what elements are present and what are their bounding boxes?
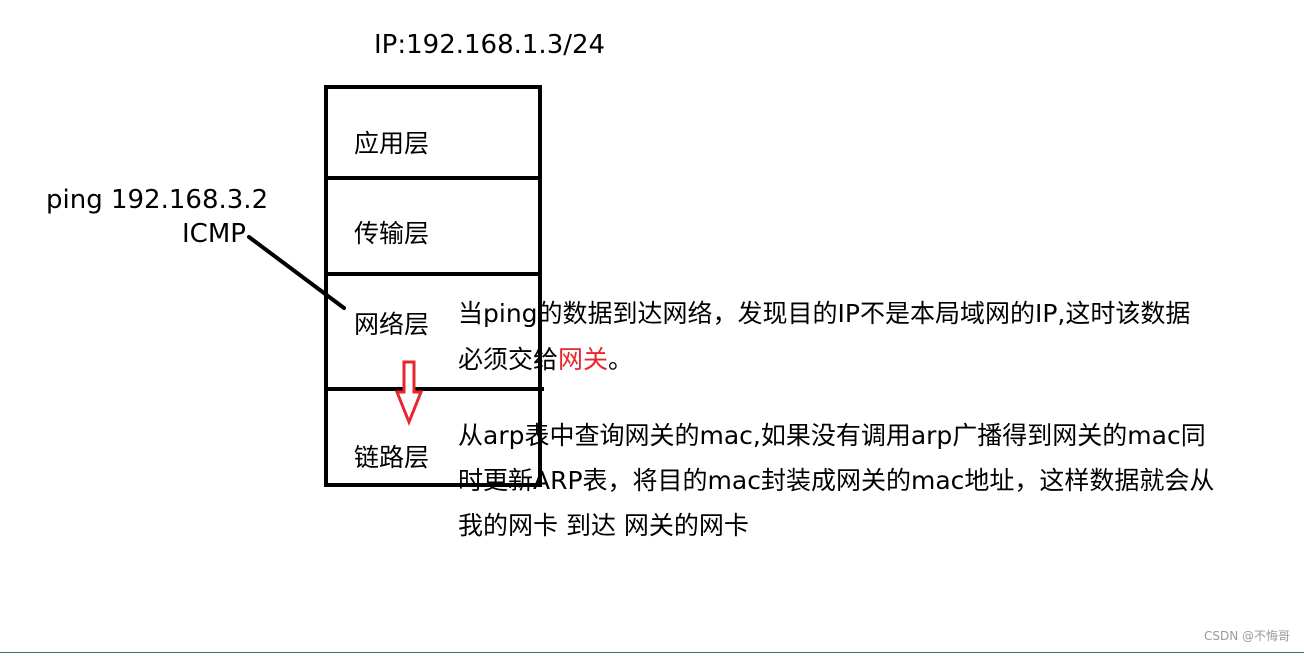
bottom-border-line xyxy=(0,652,1304,653)
ip-address-label: IP:192.168.1.3/24 xyxy=(374,30,606,60)
link-note-line2: 时更新ARP表，将目的mac封装成网关的mac地址，这样数据就会从 xyxy=(458,466,1215,495)
icmp-protocol-label: ICMP xyxy=(182,219,246,249)
down-arrow-icon xyxy=(394,360,424,427)
stack-divider-3 xyxy=(324,387,544,391)
stack-divider-2 xyxy=(324,272,538,276)
link-note-line3: 我的网卡 到达 网关的网卡 xyxy=(458,511,749,540)
icmp-pointer-line xyxy=(247,235,346,310)
protocol-stack-box xyxy=(324,85,542,487)
layer-link-label: 链路层 xyxy=(354,443,430,472)
layer-transport-label: 传输层 xyxy=(354,219,430,248)
gateway-highlight: 网关 xyxy=(558,345,609,374)
network-note-suffix: 。 xyxy=(608,345,634,374)
layer-network-label: 网络层 xyxy=(354,310,430,339)
stack-divider-1 xyxy=(324,176,538,180)
csdn-watermark: CSDN @不悔哥 xyxy=(1203,629,1290,643)
link-note-line1: 从arp表中查询网关的mac,如果没有调用arp广播得到网关的mac同 xyxy=(458,421,1206,450)
ping-command-label: ping 192.168.3.2 xyxy=(46,185,269,215)
layer-application-label: 应用层 xyxy=(354,129,430,158)
network-note-prefix: 必须交给 xyxy=(458,345,559,374)
network-note-line2: 必须交给网关。 xyxy=(458,340,633,380)
network-note-line1: 当ping的数据到达网络，发现目的IP不是本局域网的IP,这时该数据 xyxy=(458,299,1191,328)
